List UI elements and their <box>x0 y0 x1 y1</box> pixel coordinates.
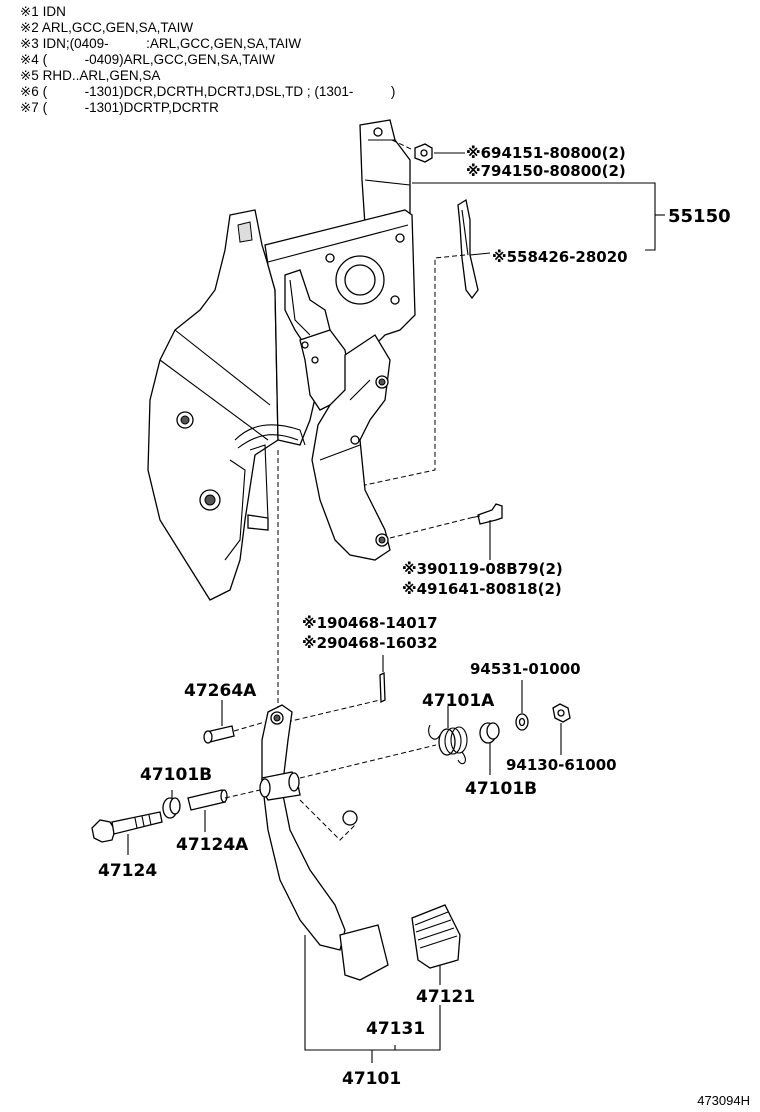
pin-47264A <box>203 700 266 744</box>
return-spring-47101A <box>299 706 468 779</box>
label-47101A: 47101A <box>422 691 495 711</box>
bushing-47101B-left <box>162 790 181 819</box>
label-47131: 47131 <box>366 1019 425 1039</box>
note-6: ※6 ( -1301)DCR,DCRTH,DCRTJ,DSL,TD ; (130… <box>20 84 396 99</box>
label-94130: 94130-61000 <box>506 756 617 774</box>
plate-58426 <box>364 198 491 486</box>
label-55150: 55150 <box>668 206 731 227</box>
nut-94130 <box>552 703 571 755</box>
pedal-lever-47131 <box>259 704 389 981</box>
label-94151: ※694151-80800(2) <box>466 144 626 162</box>
pedal-pad-47121 <box>411 904 461 985</box>
note-1: ※1 IDN <box>20 4 66 19</box>
label-47121: 47121 <box>416 987 475 1007</box>
bolt-90119 <box>389 503 503 560</box>
label-47124A: 47124A <box>176 835 249 855</box>
stopper-knob <box>299 799 358 841</box>
label-47101B-right: 47101B <box>465 779 537 799</box>
label-90468-b: ※290468-16032 <box>302 634 438 652</box>
bolt-47124 <box>91 811 163 855</box>
nut-94151 <box>391 139 465 163</box>
label-90119: ※390119-08B79(2) <box>402 560 563 578</box>
label-47264A: 47264A <box>184 681 257 701</box>
pedal-bracket-55150 <box>147 119 416 601</box>
label-47101: 47101 <box>342 1069 401 1089</box>
note-4: ※4 ( -0409)ARL,GCC,GEN,SA,TAIW <box>20 52 275 67</box>
figure-code: 473094H <box>697 1093 750 1108</box>
washer-94531 <box>515 680 529 731</box>
label-90468-a: ※190468-14017 <box>302 614 438 632</box>
label-94531: 94531-01000 <box>470 660 581 678</box>
label-94150: ※794150-80800(2) <box>466 162 626 180</box>
label-58426: ※558426-28020 <box>492 248 628 266</box>
note-3: ※3 IDN;(0409- :ARL,GCC,GEN,SA,TAIW <box>20 36 302 51</box>
label-47101B-left: 47101B <box>140 765 212 785</box>
bushing-47101B-right <box>479 722 500 775</box>
notes-block: ※1 IDN ※2 ARL,GCC,GEN,SA,TAIW ※3 IDN;(04… <box>20 4 395 116</box>
note-5: ※5 RHD..ARL,GEN,SA <box>20 68 161 83</box>
collar-47124A <box>187 789 261 832</box>
label-47124: 47124 <box>98 861 157 881</box>
clevis-pin-90468 <box>286 655 386 723</box>
label-91641: ※491641-80818(2) <box>402 580 562 598</box>
note-2: ※2 ARL,GCC,GEN,SA,TAIW <box>20 20 194 35</box>
note-7: ※7 ( -1301)DCRTP,DCRTR <box>20 100 219 115</box>
leader-55150 <box>412 182 656 251</box>
